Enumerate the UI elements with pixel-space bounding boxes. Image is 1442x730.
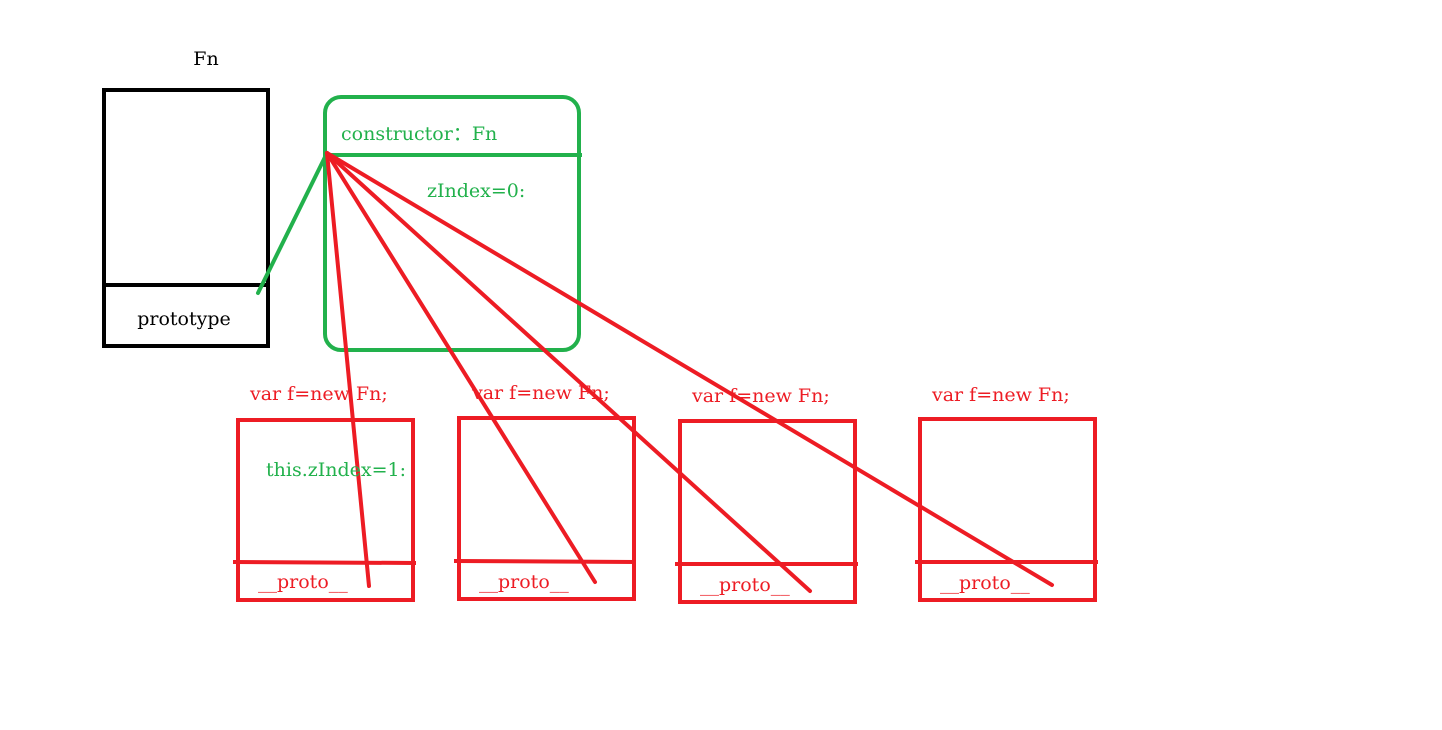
instance-1-proto-label: __proto__ bbox=[258, 571, 348, 593]
fn-title: Fn bbox=[193, 48, 218, 70]
proto-link-1 bbox=[325, 151, 371, 588]
instance-2-divider bbox=[453, 559, 637, 564]
instance-2-proto-label: __proto__ bbox=[479, 571, 569, 593]
instance-1-divider bbox=[232, 560, 417, 565]
proto-link-4 bbox=[325, 151, 1054, 587]
proto-link-2 bbox=[325, 151, 597, 584]
instance-2-box bbox=[457, 416, 636, 601]
fn-box bbox=[102, 88, 270, 348]
instance-4: var f=new Fn; __proto__ bbox=[915, 384, 1098, 602]
instance-3-box bbox=[678, 419, 857, 604]
fn-prototype-label: prototype bbox=[137, 308, 231, 330]
prototype-link bbox=[256, 151, 329, 295]
instance-4-box bbox=[918, 417, 1097, 602]
instance-4-declaration: var f=new Fn; bbox=[931, 384, 1070, 406]
instance-3-declaration: var f=new Fn; bbox=[691, 385, 830, 407]
instance-1: var f=new Fn; __proto__ bbox=[232, 383, 417, 602]
instance-1-own-property: this.zIndex=1: bbox=[266, 459, 406, 481]
zindex-label: zIndex=0: bbox=[427, 180, 525, 202]
instance-2-declaration: var f=new Fn; bbox=[471, 382, 610, 404]
proto-links bbox=[325, 151, 1054, 593]
instance-3: var f=new Fn; __proto__ bbox=[675, 385, 858, 604]
instance-3-proto-label: __proto__ bbox=[700, 574, 790, 596]
constructor-label: constructor：Fn bbox=[341, 123, 497, 145]
instance-2: var f=new Fn; __proto__ bbox=[453, 382, 637, 601]
instance-1-box bbox=[236, 418, 415, 602]
fn-constructor: Fn prototype bbox=[102, 48, 270, 348]
instance-1-declaration: var f=new Fn; bbox=[249, 383, 388, 405]
instance-4-proto-label: __proto__ bbox=[940, 572, 1030, 594]
prototype-object: constructor：Fn zIndex=0: bbox=[323, 95, 582, 352]
proto-link-3 bbox=[325, 151, 812, 593]
